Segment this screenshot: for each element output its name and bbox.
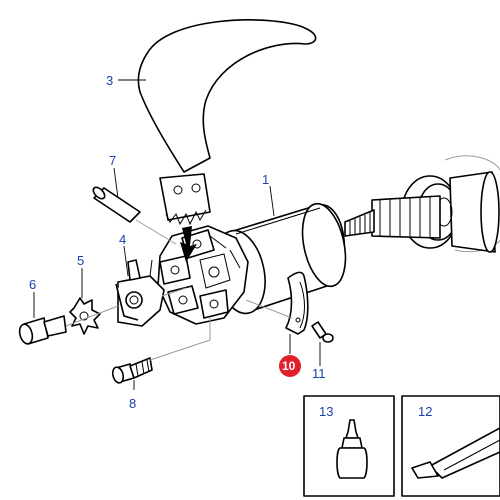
part-5-star-washer [69,297,101,335]
part-3-shift-lever [137,19,317,262]
callout-10-highlight-dot [279,355,301,377]
part-10-clip [285,271,309,335]
callout-8: 8 [129,396,136,411]
part-12-grease-tube [411,427,500,479]
callout-3: 3 [106,73,113,88]
part-13-sealant-tube [336,419,368,479]
callout-12: 12 [418,404,432,419]
part-8-screw [111,357,153,384]
assembly-lines [65,287,293,361]
part-4-selector-cam [115,259,165,327]
callout-leaders [33,79,321,390]
part-11-small-screw [311,321,334,343]
callout-7: 7 [109,153,116,168]
callout-5: 5 [77,253,84,268]
callout-10: 10 [282,359,296,373]
callout-1: 1 [262,172,269,187]
drive-shaft-assembly [344,155,500,253]
callout-13: 13 [319,404,333,419]
callout-6: 6 [29,277,36,292]
part-6-bolt [18,315,67,345]
part-7-pin [92,186,177,245]
callout-11: 11 [312,366,326,381]
callout-4: 4 [119,232,126,247]
callout-labels: 1 3 4 5 6 7 8 10 11 12 13 [29,73,432,419]
